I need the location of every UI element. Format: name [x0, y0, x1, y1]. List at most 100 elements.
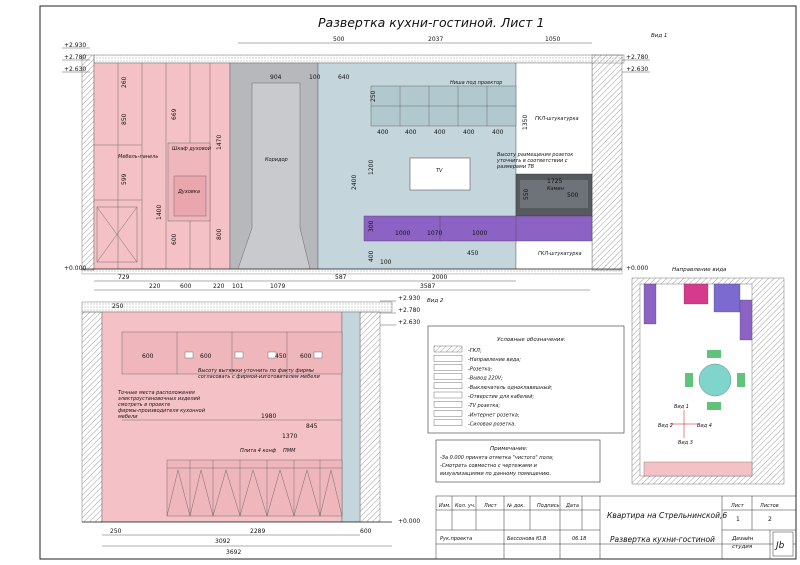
svg-text:+0.000: +0.000	[64, 265, 86, 272]
svg-text:Листов: Листов	[759, 503, 779, 509]
corner-note: Точные места расположения электроустанов…	[118, 390, 207, 420]
svg-text:250: 250	[110, 528, 122, 535]
fireplace-label: Камин	[547, 186, 565, 192]
legend-symbol-internet	[433, 410, 463, 417]
legend-item-hatch: -ГКЛ;	[468, 348, 482, 354]
svg-text:400: 400	[377, 129, 389, 136]
legend-symbol-switch	[433, 382, 463, 389]
view-2-ceiling	[81, 301, 393, 313]
legend-title: Условные обозначения:	[497, 337, 566, 343]
tv-cabinet	[363, 215, 593, 242]
svg-text:550: 550	[523, 188, 530, 200]
svg-text:100: 100	[309, 74, 321, 81]
svg-text:1070: 1070	[427, 230, 442, 237]
svg-text:1200: 1200	[368, 160, 375, 175]
svg-text:250: 250	[370, 90, 377, 102]
legend-symbol-power	[433, 419, 463, 426]
svg-text:1079: 1079	[270, 283, 285, 290]
left-wall	[81, 54, 95, 271]
legend-symbol-socket	[433, 364, 463, 371]
svg-text:1470: 1470	[216, 135, 223, 150]
view-1: Вид 1 Мебель-панель Шкаф духовой Духовка	[62, 33, 667, 291]
sheet-frame	[39, 5, 797, 560]
levels-left: +2.930 +2.780 +2.630 +0.000	[62, 42, 90, 272]
svg-text:845: 845	[306, 423, 318, 430]
svg-text:250: 250	[112, 303, 124, 310]
svg-text:+2.630: +2.630	[64, 66, 86, 73]
notes-title: Примечание:	[490, 446, 528, 452]
svg-text:3692: 3692	[226, 549, 241, 556]
gkl-bottom-label: ГКЛ-штукатурка	[538, 251, 582, 257]
svg-text:Вид 4: Вид 4	[697, 423, 712, 429]
plan-title: Направление вида	[672, 267, 727, 273]
legend-symbol-tv	[433, 401, 463, 408]
right-wall	[591, 54, 623, 271]
plan-view: Направление вида Вид 1 Вид 2 Вид 3 Вид 4	[631, 267, 785, 485]
furniture-panel-label: Мебель-панель	[118, 154, 158, 160]
svg-text:Дата: Дата	[565, 503, 579, 509]
svg-text:850: 850	[121, 113, 128, 125]
legend-item-socket: -Розетка;	[468, 366, 493, 372]
view-1-vertical-dims: 260 850 599 1400 600 669 800 1470 250 13…	[121, 76, 530, 262]
svg-text:Кол. уч.: Кол. уч.	[455, 503, 476, 509]
legend-item-internet: -Интернет розетка;	[468, 412, 520, 418]
legend-item-power: -Силовая розетка.	[468, 422, 516, 428]
ceiling-slab	[93, 54, 625, 64]
svg-text:400: 400	[405, 129, 417, 136]
gkl-top-label: ГКЛ-штукатурка	[535, 116, 579, 122]
svg-text:Подпись: Подпись	[537, 503, 560, 509]
svg-text:2400: 2400	[351, 175, 358, 190]
svg-text:600: 600	[300, 353, 312, 360]
view-1-bottom-dims: 729 587 2000 220 600 220 101 1079 3587	[94, 274, 590, 291]
svg-text:669: 669	[171, 108, 178, 120]
legend-item-arrow: -Направление вида;	[468, 357, 521, 363]
svg-text:Jb: Jb	[774, 541, 785, 551]
svg-text:1400: 1400	[156, 205, 163, 220]
socket-note: Высоту размещения розеток уточнить в соо…	[496, 152, 575, 170]
svg-text:450: 450	[275, 353, 287, 360]
svg-text:500: 500	[567, 192, 579, 199]
view-1-inner-dims: 904 100 640 400 400 400 400 400 1000 107…	[270, 74, 579, 266]
floor-slab	[81, 268, 623, 275]
legend-item-cable-out: -Отверстие для кабелей;	[468, 394, 534, 400]
notes-box: Примечание: -За 0.000 принята отметка "ч…	[435, 439, 601, 483]
project-name: Квартира на Стрельнинской,6	[607, 511, 727, 520]
svg-text:599: 599	[121, 173, 128, 185]
hood-note: Высоту вытяжки уточнить по факту фирмы с…	[198, 368, 320, 380]
svg-text:+2.930: +2.930	[398, 295, 420, 302]
svg-text:1370: 1370	[282, 433, 297, 440]
svg-text:+2.630: +2.630	[626, 66, 648, 73]
svg-text:400: 400	[434, 129, 446, 136]
svg-text:+2.780: +2.780	[64, 54, 86, 61]
svg-text:+0.000: +0.000	[398, 518, 420, 525]
svg-text:600: 600	[200, 353, 212, 360]
niche-label: Ниша под проектор	[450, 80, 502, 86]
svg-text:+2.630: +2.630	[398, 319, 420, 326]
legend-symbol-arrow	[433, 355, 463, 362]
svg-text:400: 400	[463, 129, 475, 136]
svg-text:+2.780: +2.780	[398, 307, 420, 314]
svg-text:101: 101	[232, 283, 244, 290]
svg-text:1725: 1725	[547, 178, 562, 185]
svg-text:№ док.: № док.	[506, 503, 525, 509]
svg-text:400: 400	[368, 250, 375, 262]
svg-text:Рук.проекта: Рук.проекта	[440, 536, 472, 542]
title-block-text: Изм. Кол. уч. Лист № док. Подпись Дата Р…	[439, 503, 794, 557]
view-1-top-dims: 500 2037 1050	[238, 36, 592, 44]
svg-text:260: 260	[121, 76, 128, 88]
svg-text:2289: 2289	[250, 528, 265, 535]
tv-screen	[409, 157, 471, 191]
svg-text:Плита 4 конф: Плита 4 конф	[240, 448, 277, 454]
svg-text:3587: 3587	[420, 283, 435, 290]
svg-text:Бессонова Ю.В: Бессонова Ю.В	[507, 536, 547, 542]
svg-text:1980: 1980	[261, 413, 276, 420]
oven-label: Духовка	[177, 189, 200, 195]
svg-text:587: 587	[335, 274, 347, 281]
levels-right: +2.780 +2.630 +0.000	[622, 54, 650, 272]
svg-text:220: 220	[149, 283, 161, 290]
view-2-left-wall	[81, 311, 103, 523]
title-block	[435, 495, 797, 560]
legend-symbol-hatch	[433, 345, 463, 353]
svg-text:800: 800	[216, 228, 223, 240]
